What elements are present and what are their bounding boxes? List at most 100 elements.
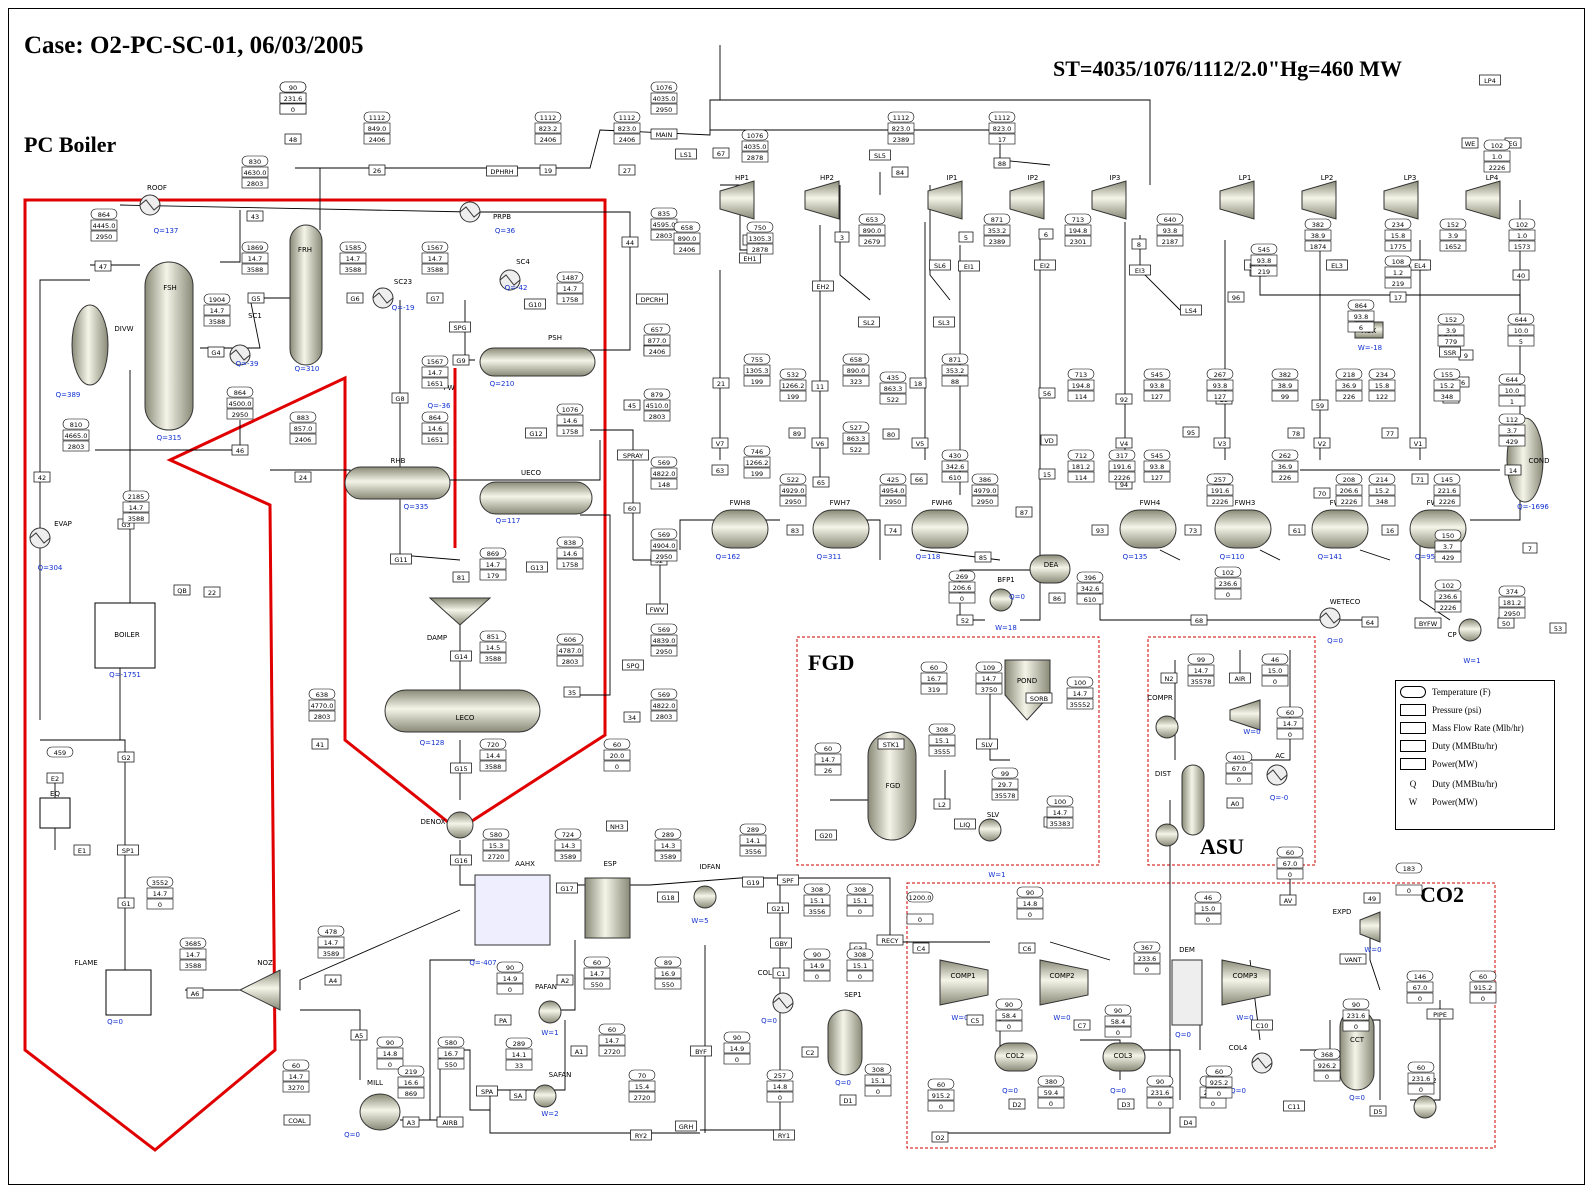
stream-tag-sp1[interactable]: SP1 — [118, 845, 139, 855]
stream-tag-g16[interactable]: G16 — [451, 855, 472, 865]
stream-tag-77[interactable]: 77 — [1382, 428, 1398, 438]
stream-tag-pipe[interactable]: PIPE — [1427, 1009, 1453, 1019]
stream-tag-d4[interactable]: D4 — [1180, 1117, 1196, 1127]
sep1-vessel[interactable] — [828, 1010, 862, 1075]
stream-tag-c5[interactable]: C5 — [967, 1015, 983, 1025]
cp-shape[interactable] — [1459, 619, 1481, 641]
psh-vessel[interactable] — [480, 348, 595, 376]
stream-tag-byf[interactable]: BYF — [691, 1046, 712, 1056]
stream-tag-g9[interactable]: G9 — [453, 355, 469, 365]
stream-tag-g15[interactable]: G15 — [451, 763, 472, 773]
stream-tag-d1[interactable]: D1 — [840, 1095, 856, 1105]
stream-tag-spg[interactable]: SPG — [450, 322, 471, 332]
stream-tag-eh1[interactable]: EH1 — [740, 253, 761, 263]
stream-tag-sa[interactable]: SA — [510, 1090, 526, 1100]
stream-tag-63[interactable]: 63 — [712, 465, 728, 475]
stream-tag-6[interactable]: 6 — [1039, 229, 1053, 239]
expd-shape[interactable] — [1360, 912, 1380, 942]
stream-tag-recy[interactable]: RECY — [877, 935, 903, 945]
stream-tag-42[interactable]: 42 — [34, 472, 50, 482]
stream-tag-ssr[interactable]: SSR — [1440, 347, 1461, 357]
stream-tag-l2[interactable]: L2 — [934, 799, 950, 809]
stream-tag-ry1[interactable]: RY1 — [774, 1130, 795, 1140]
stream-tag-86[interactable]: 86 — [1049, 593, 1065, 603]
stream-tag-spa[interactable]: SPA — [477, 1086, 498, 1096]
stream-tag-d2[interactable]: D2 — [1009, 1099, 1025, 1109]
stream-tag-ei2[interactable]: EI2 — [1035, 260, 1056, 270]
stream-tag-19[interactable]: 19 — [540, 165, 556, 175]
stream-tag-24[interactable]: 24 — [295, 472, 311, 482]
stream-tag-g14[interactable]: G14 — [451, 651, 472, 661]
stream-tag-34[interactable]: 34 — [624, 712, 640, 722]
pafan-shape[interactable] — [539, 1001, 561, 1023]
safan-shape[interactable] — [534, 1085, 556, 1107]
idfan-shape[interactable] — [694, 886, 716, 908]
stream-tag-49[interactable]: 49 — [1364, 893, 1380, 903]
pond-vessel[interactable] — [1005, 660, 1050, 720]
stream-tag-g7[interactable]: G7 — [427, 293, 443, 303]
ip1-turbine[interactable] — [928, 181, 962, 219]
stream-tag-93[interactable]: 93 — [1092, 525, 1108, 535]
slv-pump[interactable] — [979, 819, 1001, 841]
stream-tag-78[interactable]: 78 — [1288, 428, 1304, 438]
stream-tag-84[interactable]: 84 — [892, 167, 908, 177]
stream-tag-g17[interactable]: G17 — [557, 883, 578, 893]
stream-tag-g4[interactable]: G4 — [208, 347, 224, 357]
stream-tag-a4[interactable]: A4 — [325, 975, 341, 985]
stream-tag-coal[interactable]: COAL — [284, 1115, 310, 1125]
lp1-turbine[interactable] — [1220, 181, 1254, 219]
stream-tag-16[interactable]: 16 — [1382, 525, 1398, 535]
stream-tag-a5[interactable]: A5 — [351, 1030, 367, 1040]
stream-tag-11[interactable]: 11 — [812, 381, 828, 391]
stream-tag-g21[interactable]: G21 — [768, 903, 789, 913]
stream-tag-ei3[interactable]: EI3 — [1130, 265, 1151, 275]
stream-tag-88[interactable]: 88 — [994, 158, 1010, 168]
stream-tag-dpcrh[interactable]: DPCRH — [637, 294, 668, 304]
stream-tag-o2[interactable]: O2 — [932, 1132, 948, 1142]
stream-tag-45[interactable]: 45 — [624, 400, 640, 410]
stream-tag-83[interactable]: 83 — [787, 525, 803, 535]
stream-tag-g12[interactable]: G12 — [526, 428, 547, 438]
damp-vessel[interactable] — [430, 598, 490, 625]
stream-tag-40[interactable]: 40 — [1513, 270, 1529, 280]
stream-tag-we[interactable]: WE — [1462, 138, 1478, 148]
stream-tag-c2[interactable]: C2 — [802, 1047, 818, 1057]
stream-tag-14[interactable]: 14 — [1505, 465, 1521, 475]
stream-tag-a0[interactable]: A0 — [1227, 798, 1243, 808]
asu-compressor[interactable] — [1230, 700, 1260, 730]
noz-shape[interactable] — [240, 970, 280, 1010]
stream-tag-sl2[interactable]: SL2 — [859, 317, 880, 327]
fwh4-vessel[interactable] — [1120, 510, 1176, 548]
flame-rstoic-block[interactable] — [106, 970, 151, 1015]
stream-tag-v3[interactable]: V3 — [1214, 438, 1230, 448]
stream-tag-a3[interactable]: A3 — [403, 1117, 419, 1127]
stream-tag-nh3[interactable]: NH3 — [607, 821, 628, 831]
comp2-shape[interactable] — [1040, 960, 1088, 1005]
stream-tag-grh[interactable]: GRH — [676, 1121, 697, 1131]
stream-tag-v6[interactable]: V6 — [812, 438, 828, 448]
stream-tag-g20[interactable]: G20 — [816, 830, 837, 840]
stream-tag-53[interactable]: 53 — [1550, 623, 1566, 633]
stream-tag-g6[interactable]: G6 — [347, 293, 363, 303]
mill-vessel[interactable] — [360, 1094, 400, 1130]
stream-tag-vant[interactable]: VANT — [1340, 954, 1366, 964]
stream-tag-95[interactable]: 95 — [1183, 427, 1199, 437]
stream-tag-8[interactable]: 8 — [1132, 239, 1146, 249]
stream-tag-18[interactable]: 18 — [910, 378, 926, 388]
stream-tag-sl6[interactable]: SL6 — [930, 260, 951, 270]
stream-tag-qb[interactable]: QB — [174, 585, 190, 595]
stream-tag-air[interactable]: AIR — [1230, 673, 1251, 683]
stream-tag-47[interactable]: 47 — [95, 261, 111, 271]
stream-tag-e1[interactable]: E1 — [74, 845, 90, 855]
stream-tag-48[interactable]: 48 — [285, 134, 301, 144]
stream-tag-65[interactable]: 65 — [813, 477, 829, 487]
fwh3-vessel[interactable] — [1215, 510, 1271, 548]
pco2-pump[interactable] — [1414, 1096, 1436, 1118]
stream-tag-61[interactable]: 61 — [1289, 525, 1305, 535]
stream-tag-eh2[interactable]: EH2 — [813, 281, 834, 291]
aahx-vessel[interactable] — [475, 875, 550, 945]
stream-tag-g2[interactable]: G2 — [118, 752, 134, 762]
stream-tag-sorb[interactable]: SORB — [1026, 693, 1052, 703]
ip3-turbine[interactable] — [1092, 181, 1126, 219]
stream-tag-c1[interactable]: C1 — [773, 968, 789, 978]
